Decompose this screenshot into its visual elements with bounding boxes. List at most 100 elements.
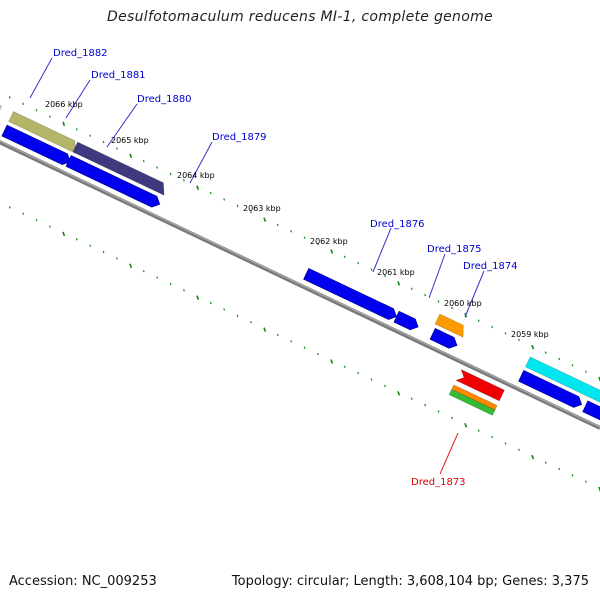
tick-mark xyxy=(531,344,535,350)
tick-mark xyxy=(384,274,386,278)
tick-mark xyxy=(102,250,105,254)
cds-arrow[interactable] xyxy=(518,370,585,410)
tick-mark xyxy=(518,338,520,341)
tick-label-2059: 2059 kbp xyxy=(511,330,549,339)
tick-mark xyxy=(8,96,11,99)
cds-arrow[interactable] xyxy=(582,400,600,429)
map-title: Desulfotomaculum reducens MI-1, complete… xyxy=(107,9,493,25)
tick-mark xyxy=(142,269,145,273)
tick-mark xyxy=(62,231,66,237)
gene-label-dred-1874[interactable]: Dred_1874 xyxy=(463,261,518,272)
gene-label-dred-1873[interactable]: Dred_1873 xyxy=(411,477,466,488)
tick-mark xyxy=(410,287,413,290)
tick-mark xyxy=(156,166,159,169)
tick-mark xyxy=(544,461,547,464)
tick-mark xyxy=(89,134,92,137)
tick-mark xyxy=(424,403,427,407)
tick-mark xyxy=(169,282,172,286)
leader-dred-1875 xyxy=(428,253,446,299)
tick-mark xyxy=(263,327,267,332)
tick-label-2066: 2066 kbp xyxy=(45,100,83,109)
tick-tracks xyxy=(8,96,600,492)
tick-mark xyxy=(22,102,25,105)
feature-unlabeled-cyan[interactable] xyxy=(525,356,600,405)
gene-label-dred-1879[interactable]: Dred_1879 xyxy=(212,132,267,143)
leader-dred-1874 xyxy=(464,270,485,318)
cds-arrow[interactable] xyxy=(65,155,162,210)
tick-mark xyxy=(357,372,360,375)
tick-mark xyxy=(317,352,319,356)
tick-mark xyxy=(370,268,373,271)
label-leaders xyxy=(29,57,485,475)
leader-dred-1880 xyxy=(106,103,138,148)
tick-mark xyxy=(491,325,494,329)
tick-mark xyxy=(183,289,185,292)
tick-mark xyxy=(477,319,480,322)
tick-mark xyxy=(330,249,334,254)
tick-mark xyxy=(491,435,494,439)
tick-mark xyxy=(303,236,306,239)
tick-mark xyxy=(263,217,267,222)
tick-mark xyxy=(424,293,427,297)
tick-mark xyxy=(89,244,92,247)
tick-mark xyxy=(437,300,440,303)
tick-mark xyxy=(571,364,574,367)
genome-info-text: Topology: circular; Length: 3,608,104 bp… xyxy=(231,574,589,589)
tick-mark xyxy=(223,198,226,201)
tick-mark xyxy=(62,121,66,127)
cds-arrow[interactable] xyxy=(1,124,73,167)
tick-mark xyxy=(276,333,279,337)
genome-backbone-highlight xyxy=(0,140,600,428)
tick-mark xyxy=(236,204,239,208)
gene-label-dred-1882[interactable]: Dred_1882 xyxy=(53,48,108,59)
tick-mark xyxy=(183,179,185,182)
tick-mark xyxy=(223,308,226,311)
tick-mark xyxy=(317,242,319,246)
tick-mark xyxy=(451,306,453,310)
tick-mark xyxy=(464,422,468,428)
accession-text: Accession: NC_009253 xyxy=(9,574,157,589)
tick-mark xyxy=(410,397,413,400)
tick-mark xyxy=(116,257,118,260)
tick-mark xyxy=(209,301,212,305)
gene-label-dred-1881[interactable]: Dred_1881 xyxy=(91,70,146,81)
tick-mark xyxy=(116,147,118,150)
genome-backbone xyxy=(0,140,600,430)
tick-label-2062: 2062 kbp xyxy=(310,237,348,246)
tick-mark xyxy=(75,128,78,131)
tick-label-2064: 2064 kbp xyxy=(177,171,215,180)
tick-mark xyxy=(22,212,25,215)
tick-mark xyxy=(585,480,587,483)
tick-mark xyxy=(303,346,306,349)
feature-dred-1881[interactable] xyxy=(0,98,3,117)
cds-arrow[interactable] xyxy=(303,267,399,322)
tick-mark xyxy=(49,115,51,118)
tick-mark xyxy=(571,474,574,477)
tick-mark xyxy=(129,263,133,269)
cds-arrow[interactable] xyxy=(0,115,1,133)
tick-mark xyxy=(8,206,11,209)
tick-mark xyxy=(384,384,386,388)
tick-mark xyxy=(35,218,38,222)
tick-mark xyxy=(209,191,212,195)
feature-dred-1873-green[interactable] xyxy=(448,388,496,416)
leader-dred-1876 xyxy=(372,227,392,273)
tick-mark xyxy=(129,153,133,159)
gene-label-dred-1876[interactable]: Dred_1876 xyxy=(370,219,425,230)
feature-dred-1873[interactable] xyxy=(455,368,505,402)
cds-arrow[interactable] xyxy=(393,310,421,332)
tick-mark xyxy=(35,108,38,112)
tick-mark xyxy=(330,359,334,364)
gene-label-dred-1875[interactable]: Dred_1875 xyxy=(427,244,482,255)
feature-dred-1874[interactable] xyxy=(434,313,468,338)
tick-mark xyxy=(504,442,507,445)
cds-arrow[interactable] xyxy=(429,328,460,350)
tick-mark xyxy=(397,281,401,286)
tick-mark xyxy=(290,340,293,343)
gene-labels: Dred_1882 Dred_1881 Dred_1880 Dred_1879 … xyxy=(53,48,518,488)
tick-mark xyxy=(276,223,279,227)
gene-label-dred-1880[interactable]: Dred_1880 xyxy=(137,94,192,105)
feature-dred-1879[interactable] xyxy=(72,141,169,196)
tick-mark xyxy=(477,429,480,432)
